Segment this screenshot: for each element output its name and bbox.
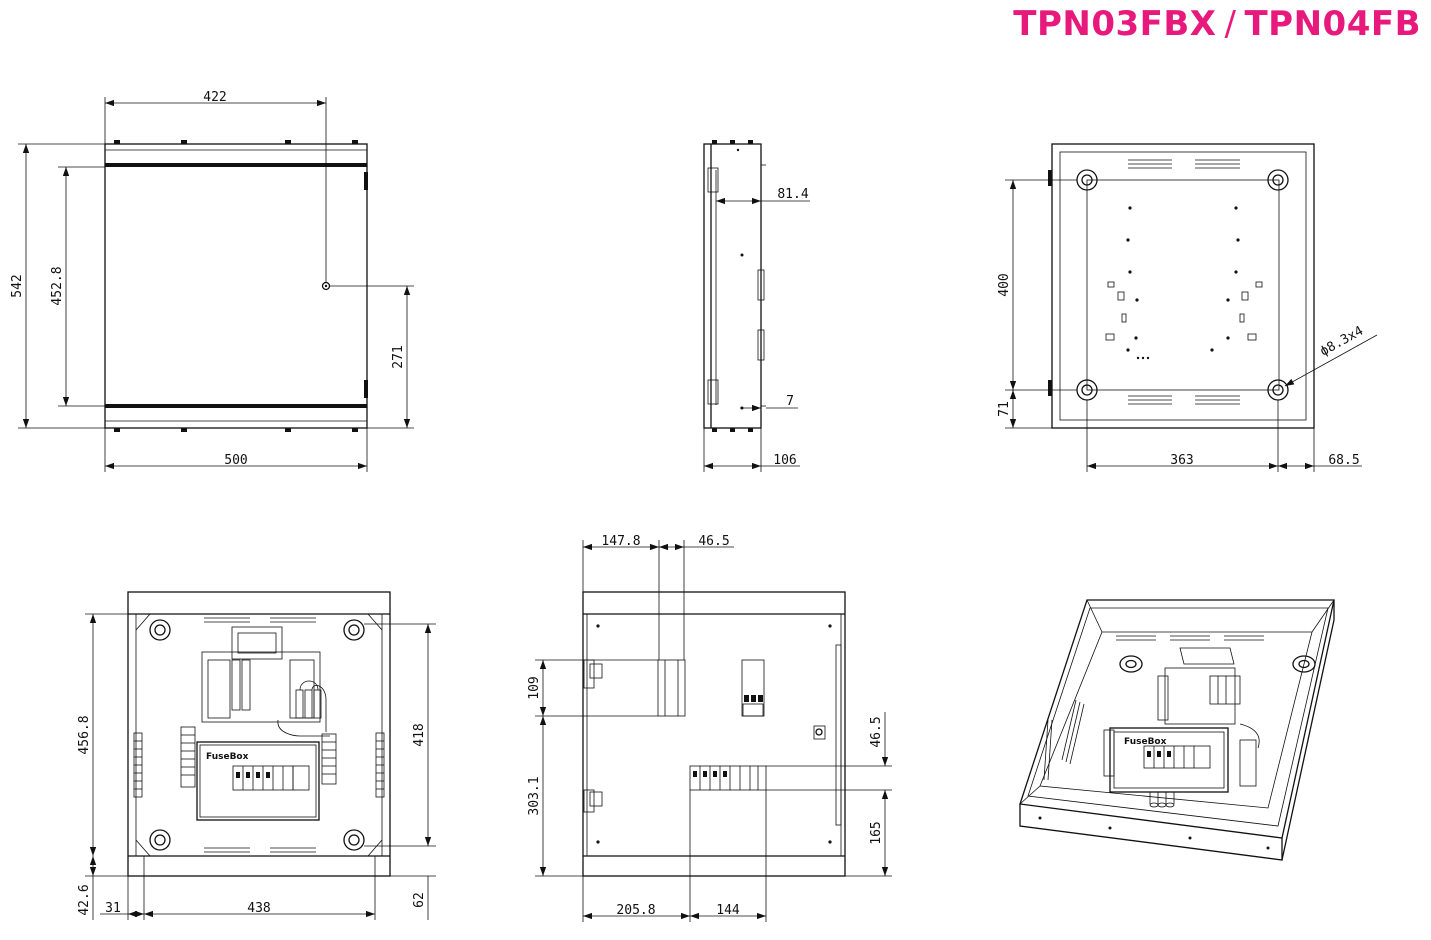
dim-rear-bottom-offset: 71 (997, 401, 1012, 417)
dim-rear-hole-horizontal: 363 (1170, 453, 1193, 468)
dim-plate-left-b: 303.1 (527, 776, 542, 815)
front-view: 422 542 452.8 271 500 (10, 90, 414, 472)
title-separator: / (1224, 4, 1237, 44)
dim-interior-width: 438 (247, 901, 270, 916)
product-title: TPN03FBX/TPN04FB (1013, 4, 1421, 44)
dim-front-width-inner: 422 (203, 90, 226, 105)
side-view: 81.4 7 106 (703, 140, 810, 472)
dim-interior-inner-height: 418 (412, 723, 427, 746)
interior-vent-slots (204, 617, 316, 853)
dim-interior-height: 456.8 (77, 715, 92, 754)
dim-interior-left: 31 (105, 901, 121, 916)
dim-interior-right: 62 (412, 892, 427, 908)
iso-brand-label-fusebox: FuseBox (1124, 737, 1167, 747)
rear-view: 400 71 363 68.5 ϕ8.3x4 (997, 143, 1378, 472)
dim-plate-right-a: 46.5 (869, 716, 884, 747)
dim-front-height-inner: 452.8 (50, 266, 65, 305)
dim-side-offset: 7 (786, 394, 794, 409)
dim-interior-bottom: 42.6 (77, 884, 92, 915)
brand-label-fusebox: FuseBox (206, 752, 249, 762)
rear-vent-slots (1128, 159, 1240, 405)
iso-vent-slots (1116, 635, 1264, 641)
dim-front-lock-height: 271 (391, 345, 406, 368)
dim-side-depth-total: 106 (773, 453, 796, 468)
dim-plate-top-b: 46.5 (698, 534, 729, 549)
dim-front-width-total: 500 (224, 453, 247, 468)
plate-view: 147.8 46.5 109 303.1 46.5 165 205.8 144 (527, 534, 892, 922)
dim-side-depth-inner: 81.4 (777, 187, 808, 202)
lock-symbol (321, 281, 331, 291)
dim-plate-bottom-b: 144 (716, 903, 740, 918)
dim-plate-top-a: 147.8 (601, 534, 640, 549)
dim-plate-left-a: 109 (527, 676, 542, 699)
dim-plate-bottom-a: 205.8 (616, 903, 655, 918)
isometric-view: FuseBox (1019, 599, 1335, 861)
dim-rear-hole-vertical: 400 (997, 273, 1012, 296)
model-code-b: TPN04FB (1244, 4, 1421, 44)
dim-plate-right-b: 165 (869, 821, 884, 844)
dim-rear-side-offset: 68.5 (1328, 453, 1359, 468)
interior-view: FuseBox 456.8 42.6 418 62 31 438 (77, 591, 436, 920)
front-tabs (114, 140, 358, 432)
model-code-a: TPN03FBX (1013, 4, 1217, 44)
interior-mounting-holes (149, 619, 365, 851)
iso-side-vents (1043, 699, 1085, 781)
dim-front-height-total: 542 (10, 274, 25, 297)
